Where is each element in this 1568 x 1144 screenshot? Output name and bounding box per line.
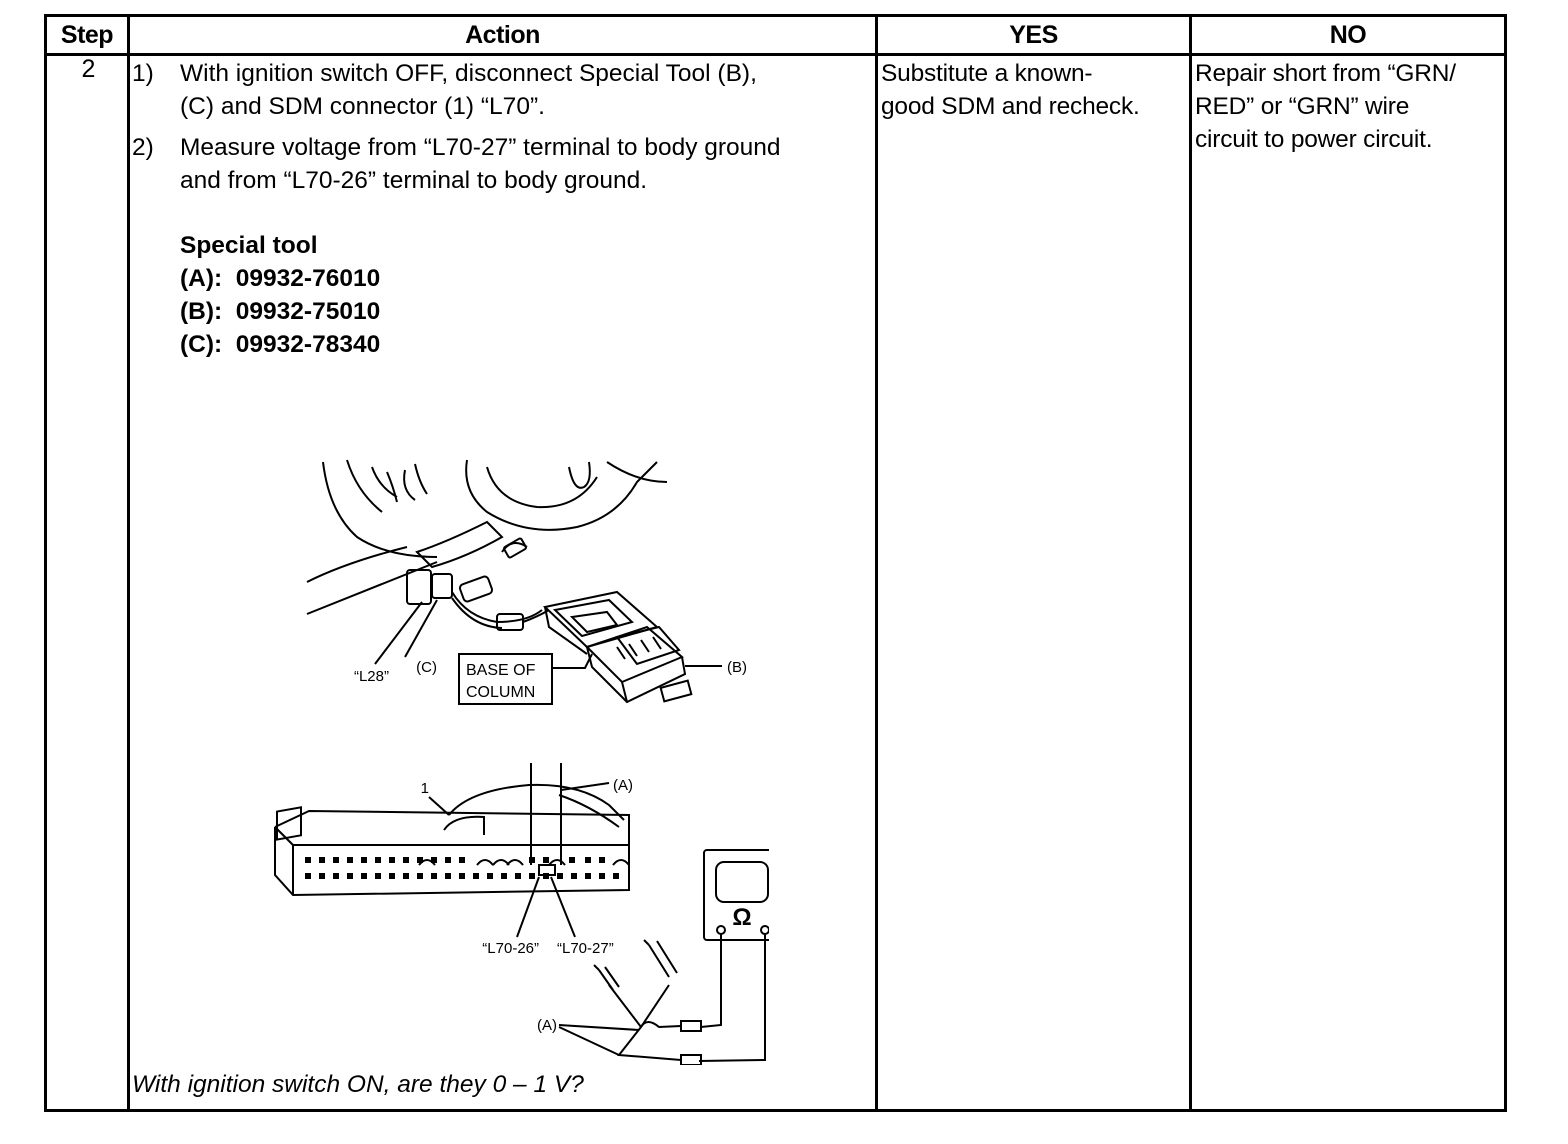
special-tool-c: (C): 09932-78340 — [180, 331, 381, 358]
header-no: NO — [1329, 20, 1367, 49]
yes-result: Substitute a known- good SDM and recheck… — [881, 57, 1187, 123]
step-number: 2 — [81, 55, 96, 83]
header-step: Step — [60, 20, 114, 49]
action-item-line: and from “L70-26” terminal to body groun… — [180, 167, 648, 194]
action-item-number: 1) — [132, 60, 154, 87]
special-tool-a: (A): 09932-76010 — [180, 265, 381, 292]
no-result: Repair short from “GRN/ RED” or “GRN” wi… — [1195, 57, 1505, 156]
special-tool-block: Special tool (A): 09932-76010 (B): 09932… — [180, 229, 380, 361]
yes-line: good SDM and recheck. — [881, 93, 1140, 120]
label-b: (B) — [727, 659, 747, 676]
label-c: (C) — [416, 659, 437, 676]
no-line: circuit to power circuit. — [1195, 126, 1433, 153]
label-column: COLUMN — [466, 684, 535, 701]
ohm-icon: Ω — [732, 904, 751, 931]
column-divider — [127, 17, 130, 1109]
special-tool-heading: Special tool — [180, 232, 318, 259]
column-divider — [875, 17, 878, 1109]
label-sdm-1: 1 — [421, 780, 429, 797]
column-divider — [1189, 17, 1192, 1109]
label-l70-27: “L70-27” — [557, 940, 614, 957]
diagnostic-table: Step Action YES NO 2 1) With ignition sw… — [44, 14, 1507, 1112]
sdm-connector-illustration: 1 (A) “L70-26” “L70-27” (A) Ω — [274, 763, 769, 1065]
column-connector-illustration: “L28” (C) BASE OF COLUMN (B) — [306, 459, 747, 705]
no-line: RED” or “GRN” wire — [1195, 93, 1410, 120]
label-a-bottom: (A) — [537, 1017, 557, 1034]
action-item-line: Measure voltage from “L70-27” terminal t… — [180, 134, 781, 161]
no-line: Repair short from “GRN/ — [1195, 60, 1456, 87]
label-l70-26: “L70-26” — [482, 940, 539, 957]
header-action: Action — [465, 20, 540, 49]
special-tool-b: (B): 09932-75010 — [180, 298, 381, 325]
header-yes: YES — [1009, 20, 1058, 49]
header-divider — [47, 53, 1504, 56]
yes-line: Substitute a known- — [881, 60, 1093, 87]
label-l28: “L28” — [354, 668, 389, 685]
action-question: With ignition switch ON, are they 0 – 1 … — [132, 1071, 584, 1098]
action-item-number: 2) — [132, 134, 154, 161]
label-a-top: (A) — [613, 777, 633, 794]
action-item-line: With ignition switch OFF, disconnect Spe… — [180, 60, 757, 87]
action-item-line: (C) and SDM connector (1) “L70”. — [180, 93, 545, 120]
label-base-of: BASE OF — [466, 662, 536, 679]
